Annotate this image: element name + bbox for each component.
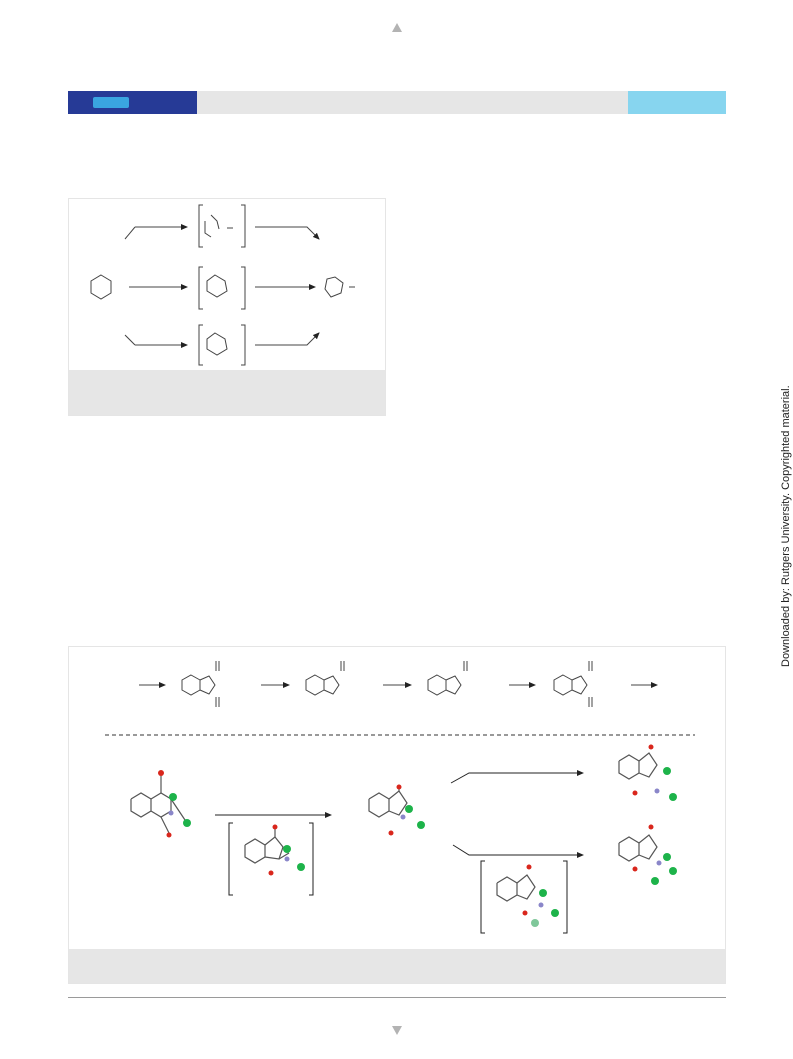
row3-ring — [206, 332, 228, 356]
structure-c — [427, 674, 462, 696]
ts2-bracket-left — [480, 860, 485, 934]
model-product-2 — [618, 824, 677, 885]
row1-start-bond — [124, 226, 136, 240]
section-header-accent-block — [628, 91, 726, 114]
figure-1-caption — [69, 370, 385, 415]
model-ts2 — [496, 864, 559, 927]
model-reactant — [130, 770, 191, 838]
figure-2-scheme — [68, 646, 726, 984]
structure-a — [181, 674, 216, 696]
section-header-bar — [68, 91, 726, 114]
row2-bracket-left — [198, 266, 203, 310]
structure-d — [553, 674, 588, 696]
figure-1-drawing — [90, 204, 355, 366]
model-intermediate — [368, 784, 425, 836]
row1-arrow-2 — [255, 226, 320, 240]
lower-arrow-up — [450, 770, 584, 784]
copyright-side-note-text: Downloaded by: Rutgers University. Copyr… — [780, 385, 792, 667]
model-ts1 — [244, 824, 305, 876]
ts2-bracket-right — [563, 860, 568, 934]
row1-ring — [204, 214, 220, 238]
section-header-label-block — [68, 91, 197, 114]
structure-b — [305, 674, 340, 696]
footer-rule — [68, 997, 726, 998]
row3-bracket-left — [198, 324, 203, 366]
ts1-bracket-right — [309, 822, 314, 896]
row2-product-ring — [324, 276, 344, 298]
section-header-pill — [93, 97, 129, 108]
row2-bracket-right — [241, 266, 246, 310]
page-up-arrow-icon[interactable] — [392, 23, 402, 32]
row1-bracket-left — [198, 204, 203, 248]
figure-2-caption — [69, 949, 725, 983]
row3-arrow-2 — [255, 332, 320, 346]
row2-start-ring — [90, 274, 112, 300]
row3-bracket-right — [241, 324, 246, 366]
page-down-arrow-icon[interactable] — [392, 1026, 402, 1035]
figure-2-drawing — [105, 661, 695, 934]
model-product-1 — [618, 744, 677, 801]
row1-bracket-right — [241, 204, 246, 248]
ts1-bracket-left — [228, 822, 233, 896]
lower-arrow-down — [452, 844, 584, 858]
row3-start-bond — [124, 334, 136, 346]
row2-ring — [206, 274, 228, 298]
